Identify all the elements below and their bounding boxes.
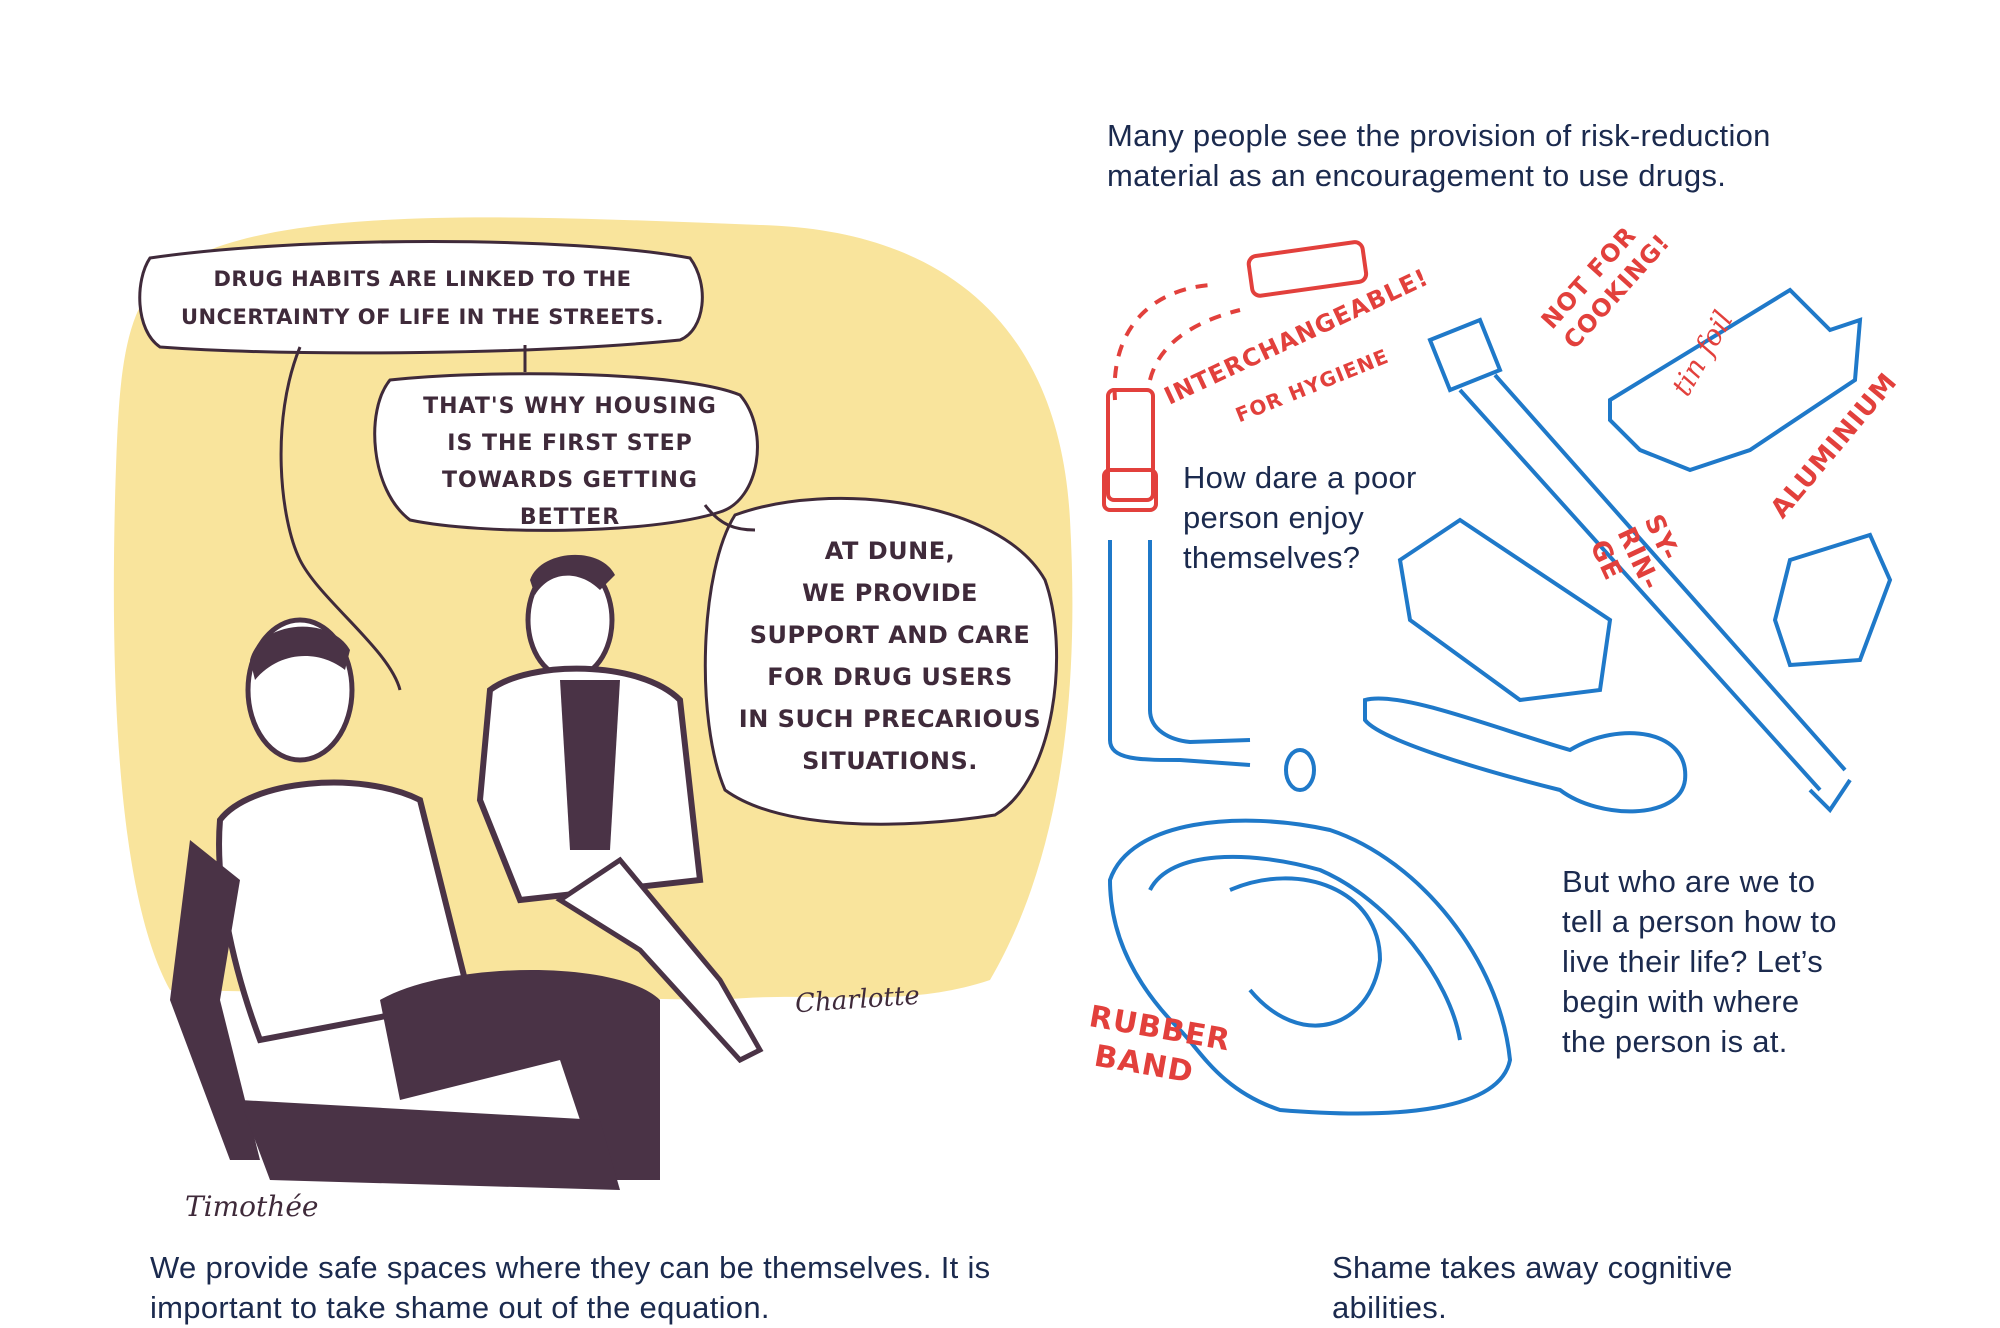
spoon — [1363, 696, 1688, 814]
speech-line: uncertainty of life in the streets. — [181, 305, 664, 329]
speech-line: situations. — [802, 747, 978, 775]
rubber-band — [1107, 818, 1513, 1116]
speech-bubble-1: Drug habits are linked to the uncertaint… — [150, 260, 695, 336]
syringe — [1427, 317, 1852, 814]
caption-line: We provide safe spaces where they can be… — [150, 1250, 991, 1285]
caption-line: material as an encouragement to use drug… — [1107, 158, 1727, 193]
speech-line: is the first step — [447, 431, 693, 456]
caption-line: the person is at. — [1562, 1024, 1788, 1059]
caption-line: But who are we to — [1562, 864, 1816, 899]
speech-line: for drug users — [767, 663, 1013, 691]
caption-line: abilities. — [1332, 1290, 1447, 1325]
caption-line: themselves? — [1183, 540, 1361, 575]
speech-bubble-2-shape — [373, 372, 759, 532]
caption-line: How dare a poor — [1183, 460, 1417, 495]
speech-line: At Dune, — [824, 537, 956, 565]
speech-line: Drug habits are linked to the — [213, 267, 632, 291]
speech-line: That's why housing — [423, 394, 717, 419]
caption-middle-question: How dare a poor person enjoy themselves? — [1183, 458, 1417, 578]
filter — [1772, 532, 1893, 668]
caption-line: live their life? Let’s — [1562, 944, 1824, 979]
tin-foil — [1608, 287, 1863, 473]
blue-pipe — [1108, 540, 1251, 767]
caption-right-question: But who are we to tell a person how to l… — [1562, 862, 1837, 1062]
seated-figure-right — [476, 554, 764, 1064]
speech-line: support and care — [749, 621, 1031, 649]
speech-line: in such precarious — [738, 705, 1042, 733]
speech-bubble-1-shape — [138, 240, 704, 355]
speech-bubble-2: That's why housing is the first step tow… — [385, 388, 755, 536]
speech-bubble-3-shape — [703, 496, 1059, 826]
caption-bottom-right: Shame takes away cognitive abilities. — [1332, 1248, 1733, 1328]
caption-line: begin with where — [1562, 984, 1800, 1019]
cups — [1397, 517, 1613, 703]
caption-line: Shame takes away cognitive — [1332, 1250, 1733, 1285]
signature-left: Timothée — [185, 1190, 319, 1223]
caption-line: important to take shame out of the equat… — [150, 1290, 770, 1325]
caption-line: tell a person how to — [1562, 904, 1837, 939]
caption-line: person enjoy — [1183, 500, 1365, 535]
caption-top-right: Many people see the provision of risk-re… — [1107, 116, 1771, 196]
caption-bottom-left: We provide safe spaces where they can be… — [150, 1248, 990, 1328]
speech-line: towards getting — [442, 468, 698, 493]
speech-line: we provide — [802, 579, 978, 607]
speech-bubble-3: At Dune, we provide support and care for… — [710, 530, 1070, 782]
speech-line: better — [519, 505, 621, 530]
caption-line: Many people see the provision of risk-re… — [1107, 118, 1771, 153]
seated-figure-left — [170, 617, 660, 1190]
